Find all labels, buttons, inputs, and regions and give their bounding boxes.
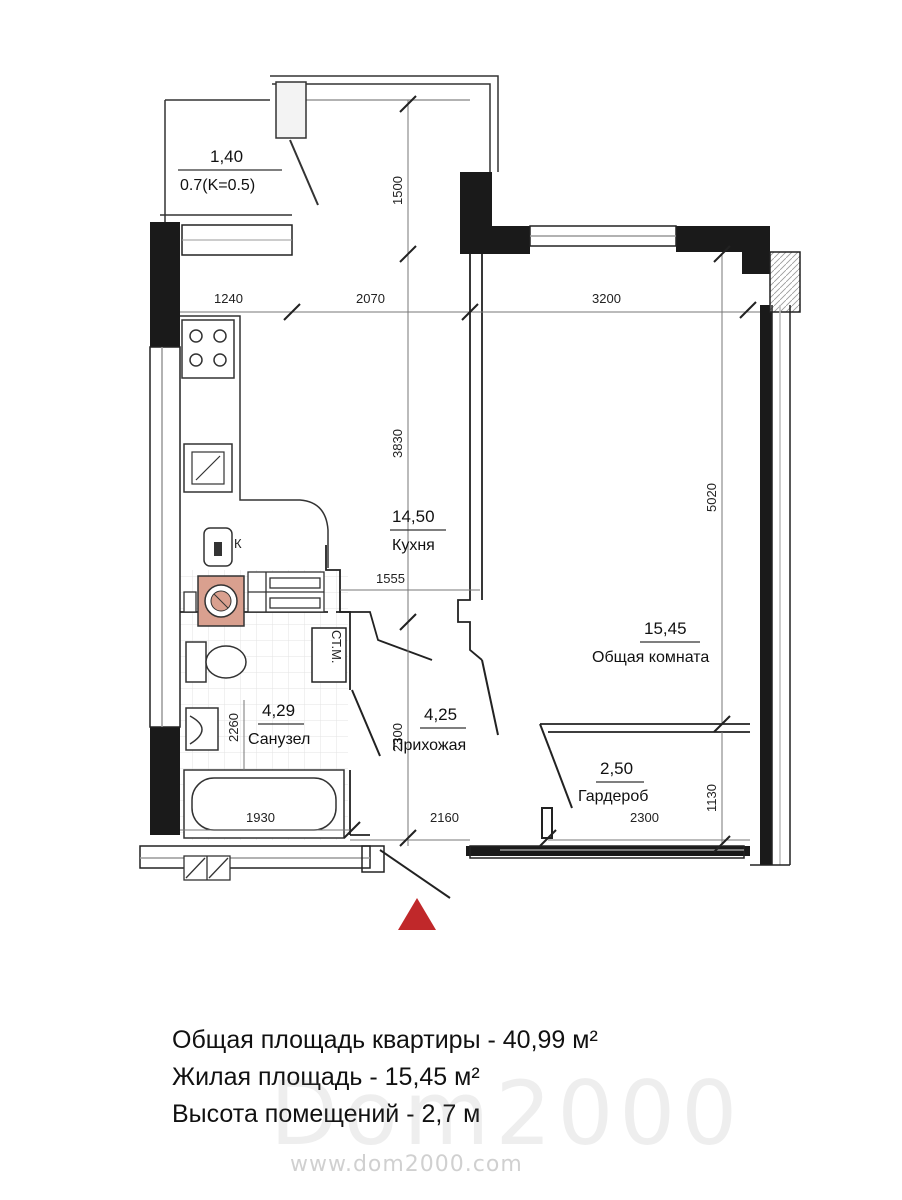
- dim-2160: 2160: [430, 810, 459, 825]
- riser-label: СТ.М.: [329, 630, 344, 664]
- bathtub-icon: [183, 769, 345, 839]
- hall-area: 4,25: [424, 705, 457, 724]
- sink-icon: [183, 443, 233, 493]
- washing-machine-icon: [197, 575, 245, 627]
- kitchen-area: 14,50: [392, 507, 435, 526]
- dim-2070: 2070: [356, 291, 385, 306]
- balcony-window-wall: [160, 214, 293, 256]
- dim-1930: 1930: [246, 810, 275, 825]
- riser-duct: [311, 627, 347, 683]
- watermark-logo: Dom2000: [270, 1062, 744, 1165]
- shelf-units: [183, 571, 325, 613]
- bath-name: Санузел: [248, 731, 310, 748]
- living-area: 15,45: [644, 619, 687, 638]
- living-area-line: Жилая площадь - 15,45 м²: [172, 1063, 480, 1091]
- dim-3200: 3200: [592, 291, 621, 306]
- entrance-arrow-icon: [398, 898, 436, 930]
- ceiling-height-line: Высота помещений - 2,7 м: [172, 1100, 481, 1128]
- balcony-coefficient: 0.7(K=0.5): [180, 177, 255, 194]
- dim-5020: 5020: [704, 483, 719, 512]
- dim-1240: 1240: [214, 291, 243, 306]
- balcony-door-swing: [289, 139, 319, 206]
- dim-2260: 2260: [226, 713, 241, 742]
- bath-area: 4,29: [262, 701, 295, 720]
- meter-box-icon: [183, 855, 231, 881]
- watermark-url: www.dom2000.com: [290, 1152, 523, 1177]
- dim-3830: 3830: [390, 429, 405, 458]
- toilet-icon: [185, 641, 247, 683]
- dimension-ticks: [283, 95, 757, 853]
- boiler-icon: [203, 527, 233, 567]
- balcony-area: 1,40: [210, 147, 243, 166]
- door-swings: [351, 659, 573, 899]
- living-name: Общая комната: [592, 649, 709, 666]
- apartment-summary: Общая площадь квартиры - 40,99 м² Жилая …: [172, 1022, 598, 1133]
- kitchen-name: Кухня: [392, 537, 435, 554]
- kitchen-counter: [180, 315, 329, 568]
- balcony: [164, 75, 499, 222]
- total-area-line: Общая площадь квартиры - 40,99 м²: [172, 1026, 598, 1054]
- washbasin-icon: [185, 707, 219, 751]
- dim-2300-vertical: 2300: [390, 723, 405, 752]
- walls: [150, 172, 772, 865]
- dim-1130: 1130: [704, 784, 719, 812]
- wall-outlines: [139, 225, 801, 873]
- hall-name: Прихожая: [392, 737, 466, 754]
- wardrobe-name: Гардероб: [578, 788, 648, 805]
- dim-1500: 1500: [390, 176, 405, 205]
- boiler-label: К: [234, 536, 242, 551]
- stove-icon: [181, 319, 235, 379]
- wardrobe-area: 2,50: [600, 759, 633, 778]
- floor-plan: К СТ.М.: [139, 75, 801, 930]
- dim-1555: 1555: [376, 571, 405, 586]
- dim-2300-horizontal: 2300: [630, 810, 659, 825]
